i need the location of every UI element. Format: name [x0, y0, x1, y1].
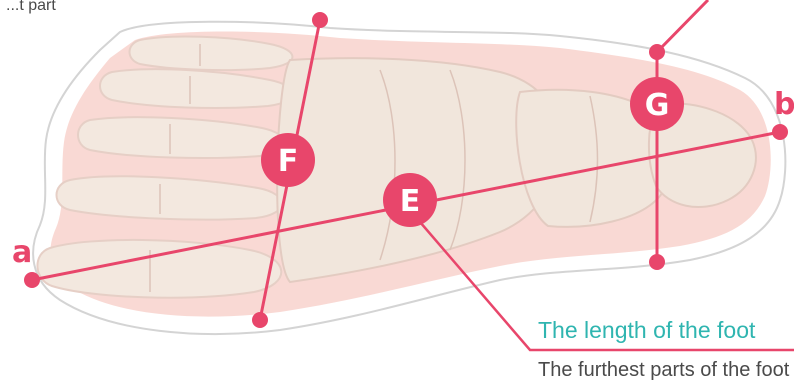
endpoint-f-top-dot [312, 12, 328, 28]
toe-big [37, 240, 281, 298]
endpoint-f-bottom-dot [252, 312, 268, 328]
point-a-label: a [12, 235, 32, 270]
top-partial-caption: ...t part [6, 0, 56, 14]
leader-line-g [657, 0, 708, 52]
point-b-label: b [774, 87, 794, 122]
length-title-caption: The length of the foot [538, 317, 756, 343]
endpoint-g-bottom-dot [649, 254, 665, 270]
endpoint-b-dot [772, 124, 788, 140]
marker-e-label: E [400, 184, 421, 219]
endpoint-g-top-dot [649, 44, 665, 60]
marker-g-label: G [645, 88, 670, 123]
endpoint-a-dot [24, 272, 40, 288]
marker-f-label: F [278, 144, 299, 179]
length-desc-caption: The furthest parts of the foot [538, 359, 790, 381]
